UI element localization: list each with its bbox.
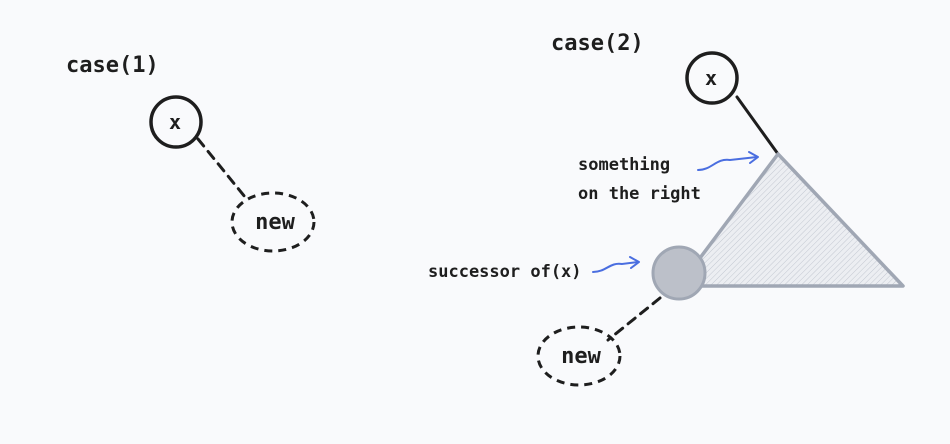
right-subtree-triangle — [677, 152, 905, 288]
annotation-something-line1: something — [578, 155, 670, 175]
annotation-arrow-right-head — [748, 151, 759, 164]
annotation-successor: successor of(x) — [428, 262, 582, 282]
annotation-arrow-right — [697, 156, 758, 171]
case2-new-node — [536, 325, 622, 387]
case1-new-label: new — [255, 210, 295, 235]
case1-node-x-label: x — [169, 110, 181, 134]
annotation-something-line2: on the right — [578, 184, 701, 204]
case2-node-x-label: x — [705, 66, 717, 90]
case1-title: case(1) — [66, 53, 159, 78]
case2-title: case(2) — [551, 31, 644, 56]
case2-edge-x-to-subtree — [735, 95, 780, 156]
case1-new-node — [230, 191, 316, 253]
case1-node-x — [149, 95, 203, 149]
case2-new-label: new — [561, 344, 601, 369]
annotation-arrow-successor — [592, 261, 639, 273]
case2-dashed-edge — [606, 296, 662, 342]
case2-node-x — [685, 51, 739, 105]
successor-node — [651, 245, 707, 301]
annotation-arrow-successor-head — [629, 256, 640, 269]
case1-dashed-edge — [196, 137, 247, 199]
